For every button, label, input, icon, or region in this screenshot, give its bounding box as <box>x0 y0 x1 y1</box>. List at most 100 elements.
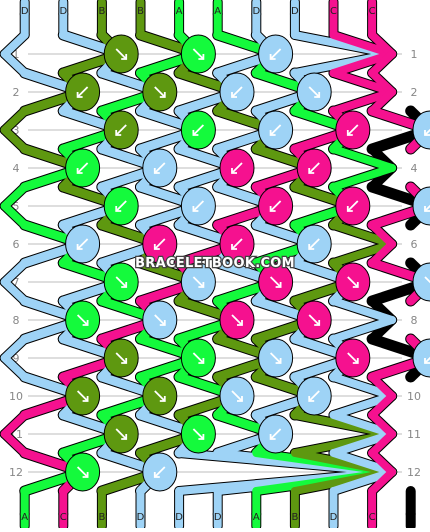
down-right-arrow-icon <box>308 86 321 98</box>
thread-segment <box>329 164 397 191</box>
thread-segment <box>0 107 29 134</box>
thread-segment <box>0 259 29 286</box>
arrow-shaft <box>308 238 320 250</box>
knot <box>258 110 294 150</box>
arrow-head <box>153 472 160 478</box>
string-letter-bottom: B <box>98 512 105 523</box>
down-right-arrow-icon <box>154 86 166 98</box>
knot <box>335 338 371 378</box>
arrow-shaft <box>347 276 359 288</box>
arrow-shaft <box>76 162 89 174</box>
arrow-head <box>352 282 359 288</box>
thread-segment <box>329 145 397 172</box>
arrow-shaft <box>115 428 127 440</box>
down-right-arrow-icon <box>154 314 166 326</box>
thread-segment <box>329 468 397 495</box>
row-label-right: 6 <box>411 238 418 251</box>
arrow-shaft <box>269 276 282 288</box>
arrow-head <box>308 396 315 402</box>
row-label-right: 8 <box>411 314 418 327</box>
arrow-head <box>121 434 128 440</box>
down-left-arrow-icon <box>308 390 320 402</box>
knot <box>219 300 255 340</box>
row-label-left: 3 <box>13 124 20 137</box>
knot <box>296 300 332 340</box>
arrow-shaft <box>231 86 243 98</box>
string-letter-bottom: A <box>21 512 28 523</box>
arrow-head <box>159 396 166 402</box>
knot <box>296 224 332 264</box>
down-left-arrow-icon <box>231 162 243 174</box>
arrow-shaft <box>347 352 359 364</box>
arrow-shaft <box>76 86 89 98</box>
arrow-head <box>314 92 321 98</box>
row-label-right: 1 <box>411 48 418 61</box>
thread-segment <box>0 50 29 77</box>
thread-segment <box>329 50 397 77</box>
knot <box>142 452 178 492</box>
arrow-head <box>308 168 315 174</box>
arrow-head <box>76 168 83 174</box>
row-label-left: 7 <box>13 276 20 289</box>
arrow-head <box>346 206 353 212</box>
string-letter-top: D <box>59 6 67 17</box>
string-letter-top: C <box>369 6 376 17</box>
knot <box>65 300 101 340</box>
knot <box>180 34 216 74</box>
knot <box>219 148 255 188</box>
arrow-shaft <box>269 124 282 136</box>
thread-segment <box>329 430 397 457</box>
arrow-head <box>269 206 276 212</box>
down-right-arrow-icon <box>231 390 243 402</box>
arrow-head <box>198 282 205 288</box>
arrow-head <box>121 358 128 364</box>
down-right-arrow-icon <box>115 276 128 288</box>
arrow-shaft <box>76 466 89 478</box>
down-right-arrow-icon <box>424 276 430 284</box>
thread-segment <box>368 69 397 96</box>
string-letter-top: C <box>330 6 337 17</box>
arrow-head <box>231 168 237 174</box>
down-left-arrow-icon <box>153 238 166 250</box>
thread-segment <box>329 31 397 58</box>
arrow-head <box>424 130 430 136</box>
knot <box>258 338 294 378</box>
string-letter-top: A <box>214 6 221 17</box>
down-right-arrow-icon <box>192 428 205 440</box>
row-label-left: 10 <box>9 390 23 403</box>
string-letter-bottom: D <box>214 512 222 523</box>
arrow-head <box>424 358 430 364</box>
down-right-arrow-icon <box>115 352 128 364</box>
down-right-arrow-icon <box>269 352 282 364</box>
arrow-shaft <box>231 390 243 402</box>
down-left-arrow-icon <box>153 466 166 478</box>
arrow-head <box>198 54 205 60</box>
down-right-arrow-icon <box>231 314 243 326</box>
thread-segment <box>0 31 29 58</box>
down-left-arrow-icon <box>424 128 430 136</box>
thread-segment <box>329 297 397 324</box>
row-label-left: 5 <box>13 200 20 213</box>
arrow-shaft <box>115 48 127 60</box>
knot <box>335 110 371 150</box>
arrow-shaft <box>231 238 243 250</box>
knot <box>180 110 216 150</box>
arrow-shaft <box>115 124 127 136</box>
thread-segment <box>368 392 397 419</box>
knot <box>180 338 216 378</box>
knot <box>103 186 139 226</box>
row-label-left: 12 <box>9 466 23 479</box>
arrow-shaft <box>308 314 320 326</box>
arrow-head <box>159 320 166 326</box>
string-letter-bottom: A <box>253 512 260 523</box>
thread-segment <box>368 373 397 400</box>
arrow-head <box>192 130 199 136</box>
arrow-head <box>82 396 89 402</box>
arrow-head <box>352 358 359 364</box>
arrow-shaft <box>308 390 320 402</box>
down-right-arrow-icon <box>115 428 128 440</box>
down-left-arrow-icon <box>424 356 430 364</box>
knot <box>258 34 294 74</box>
